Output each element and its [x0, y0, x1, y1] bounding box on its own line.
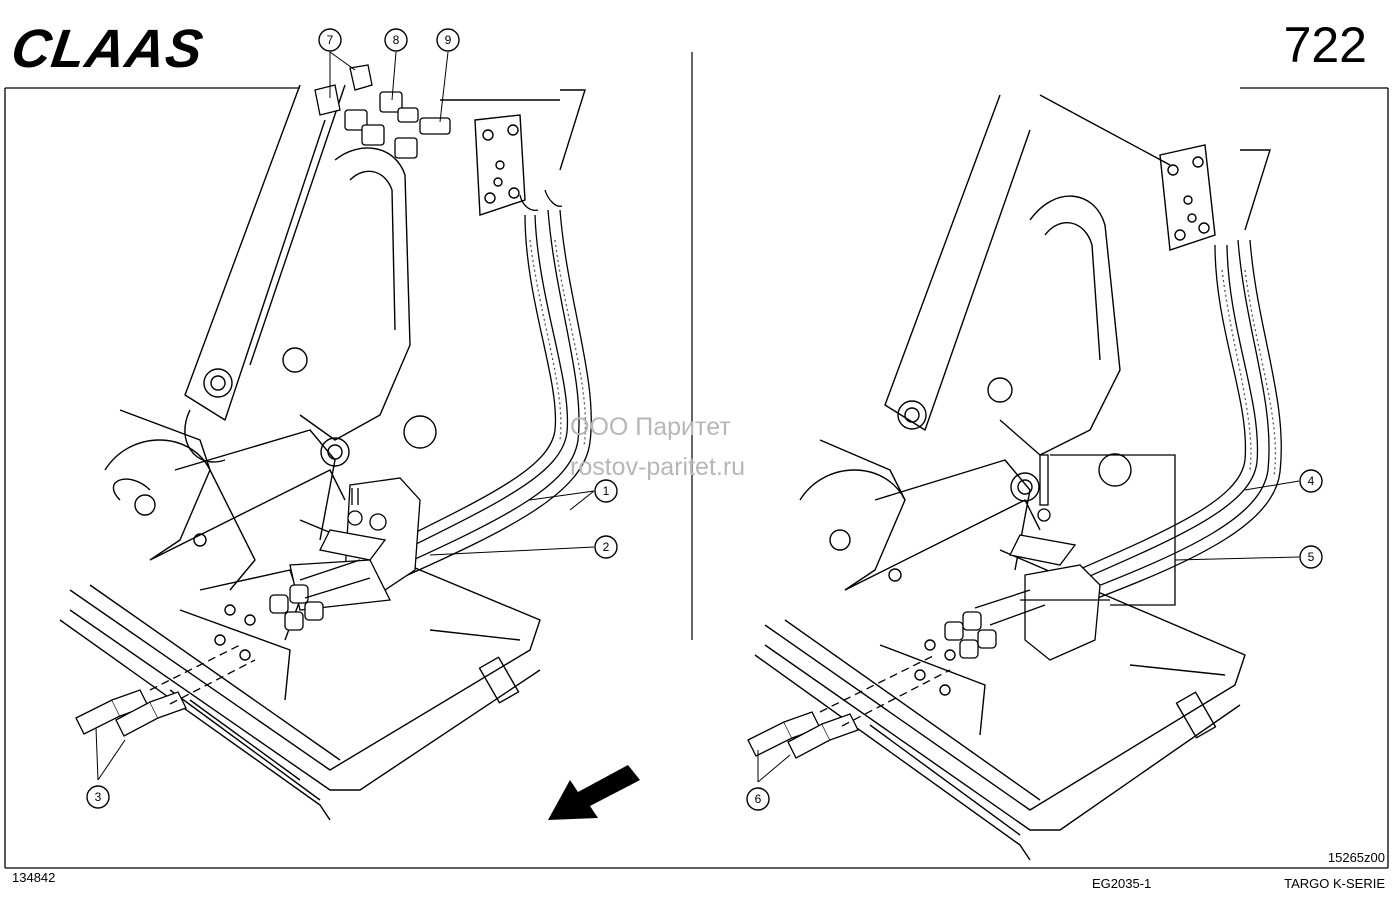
callout-5 [1299, 545, 1323, 569]
left-hose-block [269, 477, 421, 631]
left-quick-couplers [75, 644, 256, 737]
callout-label-2: 2 [603, 540, 610, 554]
callout-9 [436, 28, 460, 52]
page-number: 722 [1283, 17, 1367, 73]
callout-label-8: 8 [393, 33, 400, 47]
left-mounting-plate [440, 89, 586, 216]
right-loader-arm [754, 94, 1246, 861]
callout-4 [1299, 469, 1323, 493]
right-mounting-plate [1159, 144, 1271, 251]
callout-label-1: 1 [603, 484, 610, 498]
callout-circles [86, 28, 1323, 811]
watermark-company: ООО Паритет [570, 413, 731, 441]
callout-label-9: 9 [445, 33, 452, 47]
reference-code: 15265z00 [1327, 850, 1385, 865]
callout-label-7: 7 [327, 33, 334, 47]
model-series: TARGO K-SERIE [1284, 876, 1385, 891]
right-hose-block [944, 454, 1176, 661]
right-hydraulic-hoses [1054, 239, 1282, 603]
callout-label-5: 5 [1308, 550, 1315, 564]
callout-3 [86, 785, 110, 809]
callout-6 [746, 787, 770, 811]
callout-1 [594, 479, 618, 503]
callout-label-6: 6 [755, 792, 762, 806]
callout-8 [384, 28, 408, 52]
callout-label-4: 4 [1308, 474, 1315, 488]
image-number: 134842 [12, 870, 56, 885]
callout-2 [594, 535, 618, 559]
left-hydraulic-hoses [359, 189, 592, 583]
direction-arrow [548, 765, 640, 820]
drawing-code: EG2035-1 [1092, 876, 1152, 891]
callout-leaders [95, 51, 1300, 783]
callout-labels: 7 8 9 1 2 3 4 5 6 [95, 33, 1315, 806]
watermark-site: rostov-paritet.ru [570, 453, 746, 481]
callout-7 [318, 28, 342, 52]
callout-label-3: 3 [95, 790, 102, 804]
page-frame [4, 52, 1389, 869]
right-quick-couplers [747, 654, 951, 759]
left-fittings [314, 64, 451, 159]
